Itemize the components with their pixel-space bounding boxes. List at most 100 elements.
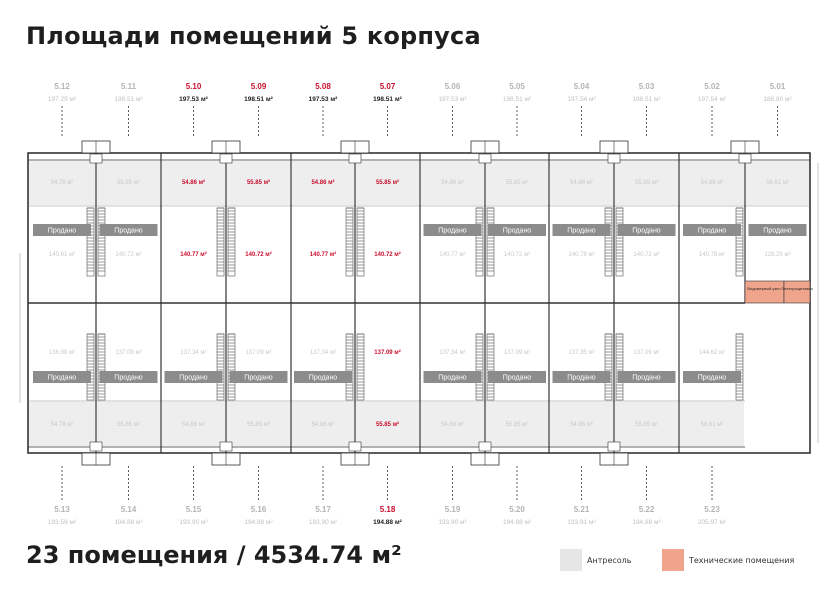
legend-technical-swatch xyxy=(662,549,684,571)
entrance-top xyxy=(470,140,500,164)
unit-total-area: 197.54 м² xyxy=(567,96,596,103)
floor-area-label: 140.77 м² xyxy=(180,251,206,258)
sold-tag: Продано xyxy=(423,371,482,383)
wc-box xyxy=(219,153,233,164)
mezzanine-area-label: 54.86 м² xyxy=(182,422,205,428)
sold-tag-label: Продано xyxy=(48,375,77,382)
sold-tag: Продано xyxy=(617,224,676,236)
unit-total-area: 193.56 м² xyxy=(48,519,77,526)
legend-technical-label: Технические помещения xyxy=(689,555,795,565)
legend-mezzanine-swatch xyxy=(560,549,582,571)
sold-tag-label: Продано xyxy=(698,375,727,382)
unit-number: 5.03 xyxy=(639,82,655,91)
mezzanine-area-label: 55.85 м² xyxy=(117,422,140,428)
sold-tag: Продано xyxy=(164,371,223,383)
wc-box xyxy=(89,153,103,164)
stair-outline xyxy=(615,207,624,277)
sold-tag-bg xyxy=(423,224,482,236)
mezzanine-area xyxy=(227,402,290,446)
mezzanine-area xyxy=(680,402,744,446)
wc-box xyxy=(478,441,492,452)
mezzanine-area xyxy=(97,402,160,446)
top-unit-5.10: 5.10 197.53 м² 54.86 м² 140.77 м² xyxy=(162,82,225,258)
stair xyxy=(86,333,95,401)
sold-tag: Продано xyxy=(552,224,611,236)
sold-tag: Продано xyxy=(294,371,352,383)
floor-area-label: 137.09 м² xyxy=(115,350,141,356)
unit-total-area: 193.90 м² xyxy=(438,519,467,526)
entrance-top xyxy=(81,140,111,164)
floor-area-label: 137.34 м² xyxy=(439,350,465,356)
sold-tag-bg xyxy=(423,371,482,383)
mezzanine-area-label: 54.86 м² xyxy=(182,179,205,186)
wc-box xyxy=(478,153,492,164)
floor-area-label: 140.72 м² xyxy=(633,252,659,258)
mezzanine-area-label: 54.86 м² xyxy=(570,422,593,428)
sold-tag: Продано xyxy=(617,371,676,383)
mezzanine-area xyxy=(746,161,809,205)
sold-tag: Продано xyxy=(552,371,611,383)
sold-tag-label: Продано xyxy=(179,375,208,382)
mezzanine-area-label: 55.85 м² xyxy=(247,179,270,186)
mezzanine-area xyxy=(550,161,613,205)
floor-area-label: 140.77 м² xyxy=(439,252,465,258)
wc-box xyxy=(219,441,233,452)
unit-total-area: 197.53 м² xyxy=(179,96,208,103)
floor-area-label: 136.98 м² xyxy=(49,350,75,356)
sold-tag: Продано xyxy=(33,224,91,236)
stair xyxy=(356,207,365,277)
unit-number: 5.10 xyxy=(186,82,202,91)
sold-tag-label: Продано xyxy=(114,375,143,382)
sold-tag-bg xyxy=(164,371,223,383)
mezzanine-area-label: 54.86 м² xyxy=(701,180,724,186)
entrance-bottom xyxy=(599,441,629,466)
tech-room-electrical-label: Электрощитовая xyxy=(781,286,812,291)
floor-area-label: 140.72 м² xyxy=(115,252,141,258)
floor-area-label: 140.78 м² xyxy=(568,252,594,258)
floor-area-label: 137.34 м² xyxy=(310,350,336,356)
stair-outline xyxy=(227,333,236,401)
entrance-bottom xyxy=(470,441,500,466)
mezzanine-area xyxy=(29,161,95,205)
sold-tag-label: Продано xyxy=(309,375,338,382)
mezzanine-area-label: 55.85 м² xyxy=(247,422,270,428)
mezzanine-area-label: 55.85 м² xyxy=(635,180,658,186)
top-unit-5.03: 5.03 198.51 м² 55.85 м² 140.72 м² xyxy=(615,82,678,258)
sold-tag-label: Продано xyxy=(503,375,532,382)
mezzanine-area-label: 54.86 м² xyxy=(441,180,464,186)
mezzanine-area xyxy=(615,161,678,205)
floor-area-label: 137.35 м² xyxy=(568,350,594,356)
sold-tag-label: Продано xyxy=(567,228,596,235)
floor-area-label: 140.78 м² xyxy=(699,252,725,258)
sold-tag-bg xyxy=(552,371,611,383)
unit-total-area: 198.51 м² xyxy=(632,96,661,103)
entrance-bottom xyxy=(211,441,241,466)
sold-tag: Продано xyxy=(683,224,741,236)
mezzanine-area xyxy=(29,402,95,446)
sold-tag-label: Продано xyxy=(763,228,792,235)
mezzanine-area xyxy=(486,402,548,446)
stair-outline xyxy=(356,333,365,401)
stair-outline xyxy=(345,207,354,277)
stair xyxy=(97,207,106,277)
stair-outline xyxy=(604,333,613,401)
sold-tag: Продано xyxy=(488,371,546,383)
mezzanine-area xyxy=(97,161,160,205)
unit-number: 5.15 xyxy=(186,505,202,514)
floor-area-label: 140.72 м² xyxy=(374,251,400,258)
sold-tag-label: Продано xyxy=(503,228,532,235)
unit-total-area: 188.80 м² xyxy=(763,96,792,103)
stair-outline xyxy=(475,207,484,277)
floor-area-label: 137.09 м² xyxy=(633,350,659,356)
mezzanine-area xyxy=(550,402,613,446)
sold-tag: Продано xyxy=(99,224,158,236)
unit-number: 5.12 xyxy=(54,82,70,91)
tech-room-water-meter-label: Водомерный узел xyxy=(747,286,781,291)
stair xyxy=(227,207,236,277)
mezzanine-area xyxy=(162,402,225,446)
